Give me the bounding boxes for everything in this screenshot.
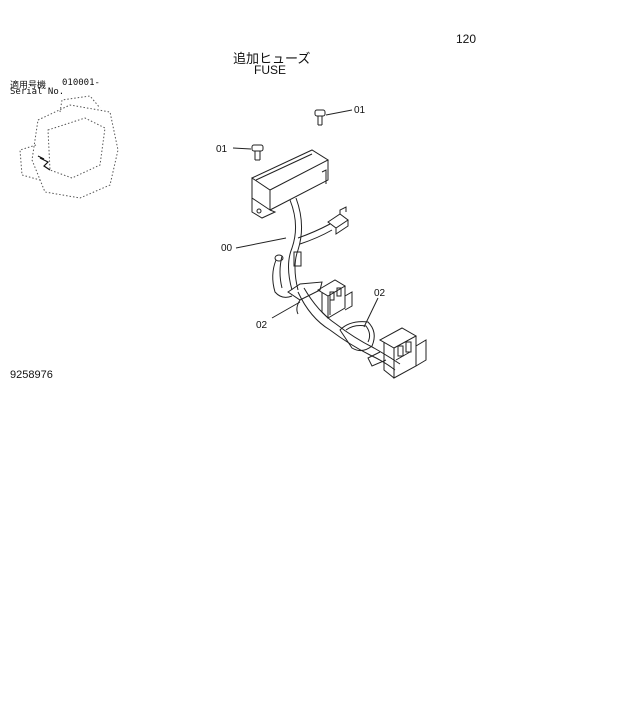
callout-connector-right: 02 bbox=[374, 288, 386, 299]
callout-bolt-left: 01 bbox=[216, 144, 228, 155]
connector-cluster-left bbox=[317, 279, 353, 319]
bolt-left bbox=[251, 144, 264, 161]
page-title-japanese: 追加ヒューズ bbox=[233, 52, 311, 67]
callout-harness: 00 bbox=[221, 243, 233, 254]
serial-label-english: Serial No. bbox=[10, 87, 65, 97]
fuse-box bbox=[250, 149, 330, 219]
serial-number-range: 010001- bbox=[62, 78, 100, 88]
wire-harness bbox=[272, 197, 333, 298]
callout-bolt-top-right: 01 bbox=[354, 105, 366, 116]
leader-bolt-left bbox=[232, 147, 252, 150]
connector-cluster-right bbox=[367, 327, 427, 379]
serial-label-japanese: 適用号機 bbox=[10, 81, 47, 91]
bolt-top-right bbox=[314, 109, 326, 126]
leader-harness bbox=[235, 237, 287, 249]
page-number: 120 bbox=[456, 32, 477, 46]
location-pointer-icon bbox=[37, 155, 51, 171]
leader-connector-left bbox=[271, 301, 301, 319]
machine-thumbnail-icon bbox=[19, 95, 119, 199]
leader-connector-right bbox=[363, 297, 379, 328]
callout-connector-left: 02 bbox=[256, 320, 268, 331]
page-title-english: FUSE bbox=[254, 63, 287, 77]
harness-clamp bbox=[339, 321, 375, 352]
leader-bolt-top-right bbox=[325, 109, 353, 116]
branch-connector bbox=[327, 206, 349, 235]
part-code: 9258976 bbox=[10, 369, 53, 381]
